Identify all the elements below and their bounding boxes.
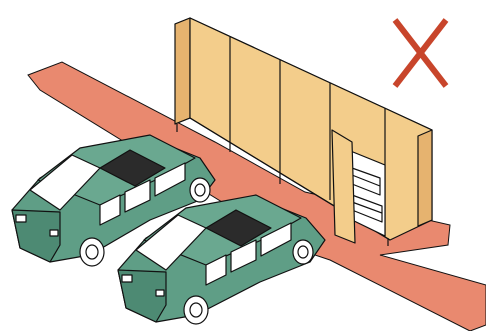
cabinet-right-end — [418, 130, 432, 226]
cross-icon — [395, 20, 446, 86]
car-wheel-hub — [190, 303, 202, 317]
car-headlight — [50, 230, 58, 236]
car-headlight — [122, 275, 132, 282]
car-headlight — [156, 290, 164, 296]
cabinet-open-door — [332, 130, 355, 243]
car-wheel-hub — [195, 184, 205, 196]
cabinet-left-side — [175, 18, 190, 124]
car-wheel-hub — [86, 245, 98, 259]
car-wheel-hub — [298, 246, 308, 258]
car-headlight — [16, 215, 26, 222]
